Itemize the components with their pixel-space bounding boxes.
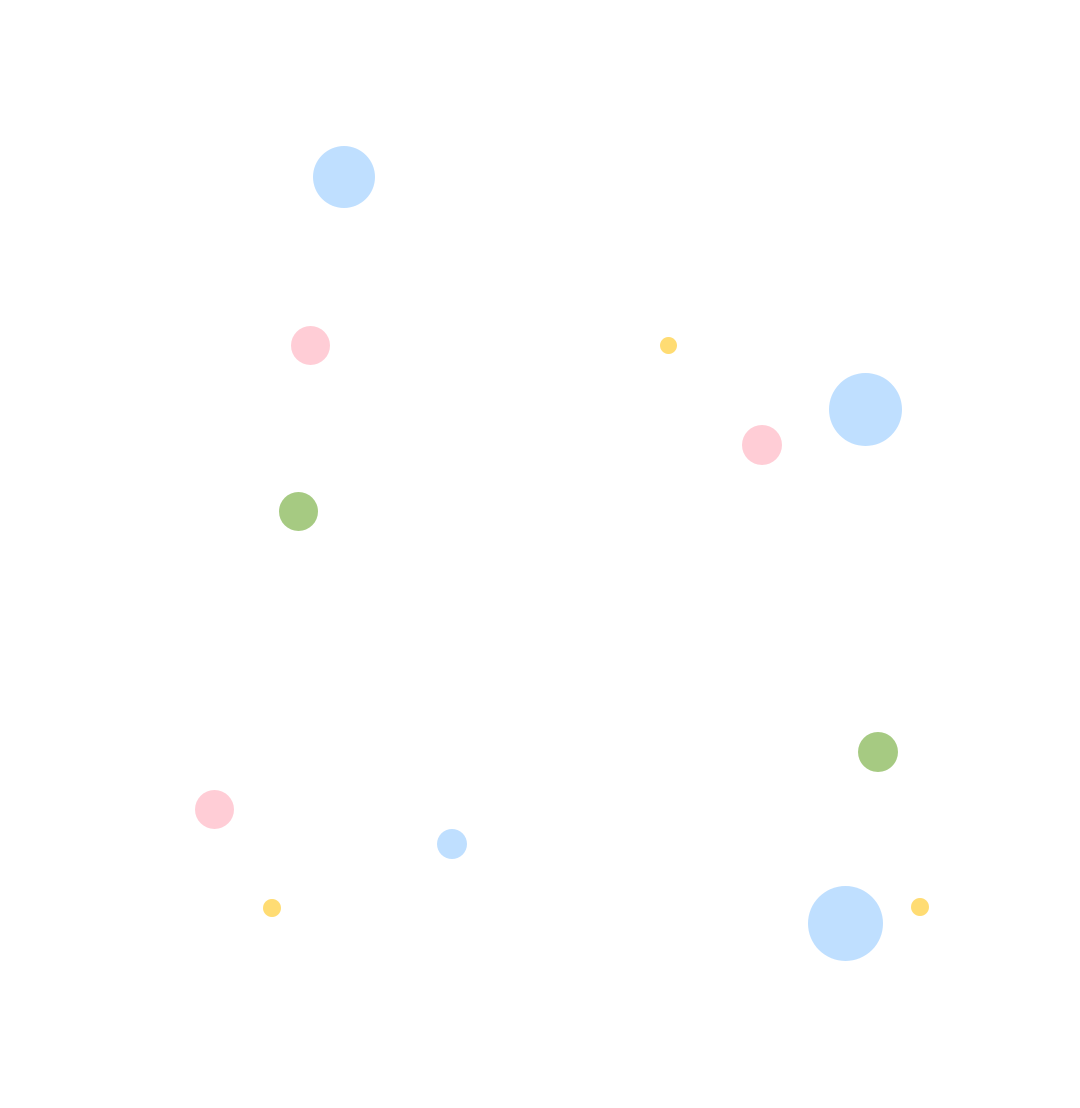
blue-dot <box>829 373 902 446</box>
blue-dot <box>437 829 467 859</box>
pink-dot <box>742 425 782 465</box>
yellow-dot <box>911 898 929 916</box>
green-dot <box>858 732 898 772</box>
blue-dot <box>808 886 883 961</box>
blue-dot <box>313 146 375 208</box>
pink-dot <box>291 326 330 365</box>
yellow-dot <box>660 337 677 354</box>
pink-dot <box>195 790 234 829</box>
yellow-dot <box>263 899 281 917</box>
green-dot <box>279 492 318 531</box>
